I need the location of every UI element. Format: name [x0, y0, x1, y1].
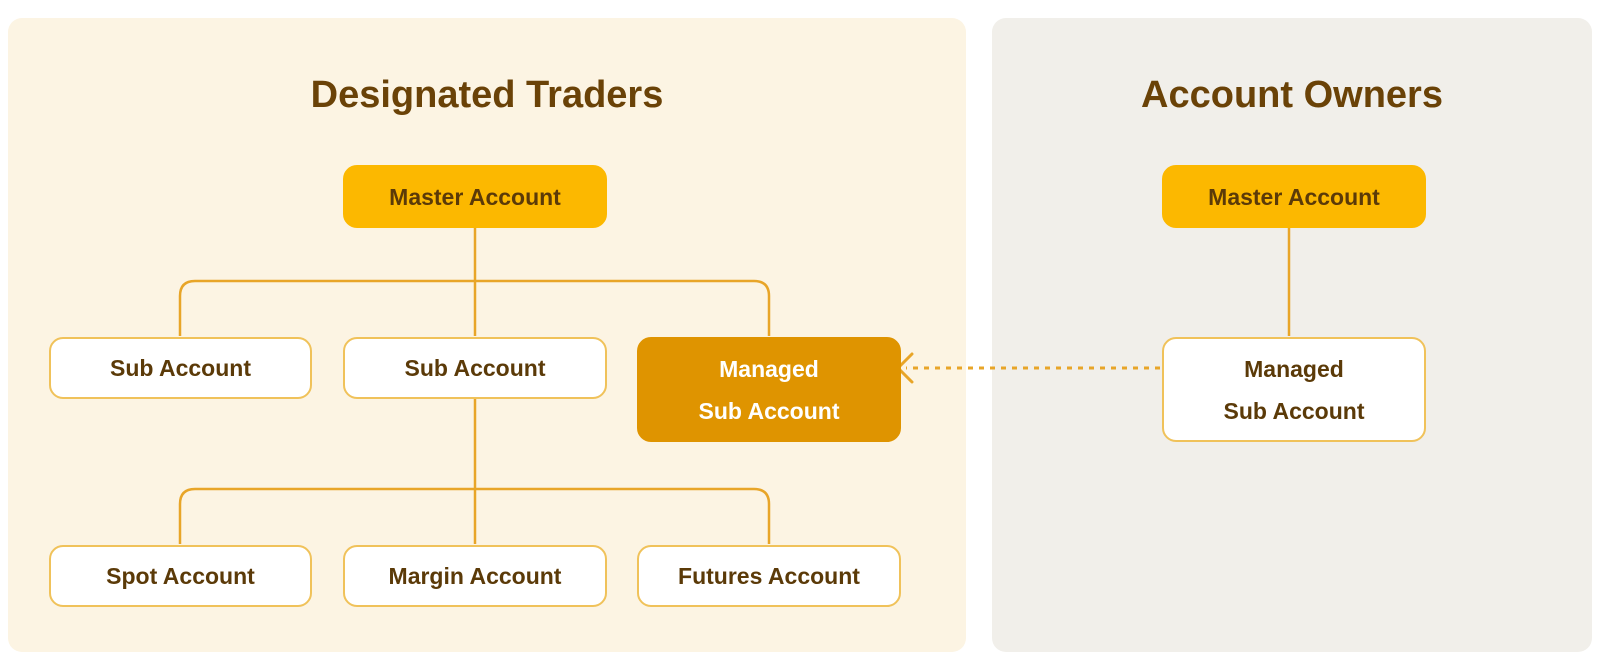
owner-master-account-label: Master Account	[1208, 183, 1380, 210]
managed-sub-account-label-line1: Managed	[719, 355, 819, 382]
connector-sub-rail	[178, 279, 771, 336]
futures-account-label: Futures Account	[678, 563, 860, 589]
connector-wallet-rail	[178, 487, 771, 544]
sub-account-node: Sub Account	[49, 337, 312, 399]
master-account-label: Master Account	[389, 183, 561, 210]
futures-account-node: Futures Account	[637, 545, 901, 607]
margin-account-label: Margin Account	[388, 563, 562, 589]
managed-sub-account-label-line2: Sub Account	[698, 397, 840, 424]
sub-account-label: Sub Account	[110, 355, 251, 381]
owner-managed-sub-account-label-line1: Managed	[1244, 355, 1344, 382]
spot-account-node: Spot Account	[49, 545, 312, 607]
sub-account-label: Sub Account	[404, 355, 546, 381]
owner-managed-sub-account-label-line2: Sub Account	[1223, 397, 1365, 424]
sub-account-node: Sub Account	[343, 337, 607, 399]
panel-title-account-owners: Account Owners	[1141, 74, 1443, 116]
managed-sub-account-node: Managed Sub Account	[637, 337, 901, 442]
spot-account-label: Spot Account	[106, 563, 255, 589]
margin-account-node: Margin Account	[343, 545, 607, 607]
owner-managed-sub-account-node: Managed Sub Account	[1162, 337, 1426, 442]
owner-master-account-node: Master Account	[1162, 165, 1426, 228]
panel-title-designated-traders: Designated Traders	[310, 74, 664, 116]
master-account-node: Master Account	[343, 165, 607, 228]
account-owners-panel	[992, 18, 1592, 652]
